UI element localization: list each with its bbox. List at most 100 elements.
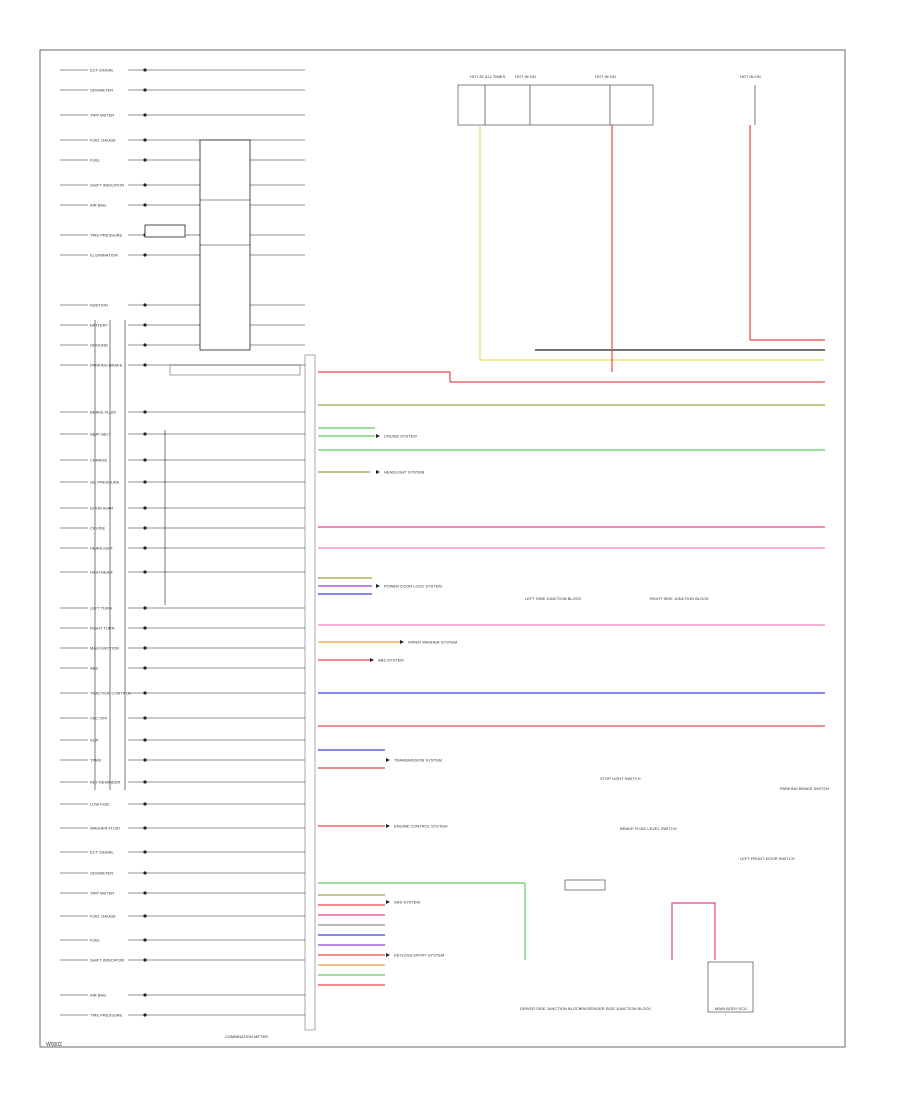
system-label: ABS SYSTEM xyxy=(378,658,404,663)
connector-pin xyxy=(143,850,147,854)
connector-pin xyxy=(143,363,147,367)
label-bg xyxy=(88,625,128,630)
connector-pin xyxy=(143,113,147,117)
label-bg xyxy=(88,937,128,942)
input-label: ODOMETER xyxy=(90,871,113,876)
input-label: SHIFT INDICATOR xyxy=(90,183,124,188)
connector-pin xyxy=(143,646,147,650)
label-bg xyxy=(88,779,128,784)
system-label: HEADLIGHT SYSTEM xyxy=(384,470,424,475)
connector-pin xyxy=(143,780,147,784)
input-label: ECT SIGNAL xyxy=(90,850,114,855)
label-bg xyxy=(88,569,128,574)
input-label: BATTERY xyxy=(90,323,108,328)
label-bg xyxy=(88,322,128,327)
connector-pin xyxy=(143,958,147,962)
sub-box xyxy=(144,224,186,238)
input-label: OIL PRESSURE xyxy=(90,480,120,485)
label-bg xyxy=(88,342,128,347)
connector-pin xyxy=(143,343,147,347)
connector-pin xyxy=(143,938,147,942)
system-label: TRANSMISSION SYSTEM xyxy=(394,758,442,763)
label-bg xyxy=(88,409,128,414)
component-label: PARKING BRAKE SWITCH xyxy=(780,786,829,791)
connector-pin xyxy=(143,183,147,187)
label-bg xyxy=(88,825,128,830)
component-label: LEFT FRONT DOOR SWITCH xyxy=(740,856,795,861)
arrow-icon xyxy=(376,470,380,474)
connector-box xyxy=(564,879,606,891)
diagram-code: W0002 xyxy=(46,1042,62,1048)
connector-pin xyxy=(143,546,147,550)
connector-pin xyxy=(143,891,147,895)
component-label: STOP LIGHT SWITCH xyxy=(600,776,641,781)
input-label: TRIP METER xyxy=(90,891,114,896)
input-label: AIR BAG xyxy=(90,993,106,998)
label-bg xyxy=(88,362,128,367)
diagram-frame xyxy=(39,49,846,1048)
connector-pin xyxy=(143,758,147,762)
input-label: FUEL GAUGE xyxy=(90,914,116,919)
connector-pin xyxy=(143,826,147,830)
relay-box xyxy=(707,961,754,1013)
label-bg xyxy=(88,870,128,875)
connector-pin xyxy=(143,526,147,530)
label-bg xyxy=(88,715,128,720)
arrow-icon xyxy=(386,824,390,828)
label-bg xyxy=(88,665,128,670)
connector-pin xyxy=(143,458,147,462)
arrow-icon xyxy=(386,758,390,762)
label-bg xyxy=(88,957,128,962)
input-label: LOW FUEL xyxy=(90,802,111,807)
input-label: SLIP xyxy=(90,738,99,743)
label-bg xyxy=(88,690,128,695)
input-label: HIGH BEAM xyxy=(90,570,112,575)
connector-pin xyxy=(143,506,147,510)
input-label: FUEL xyxy=(90,938,101,943)
label-bg xyxy=(88,849,128,854)
arrow-icon xyxy=(400,640,404,644)
connector-pin xyxy=(143,1013,147,1017)
system-label: POWER DOOR LOCK SYSTEM xyxy=(384,584,442,589)
connector-pin xyxy=(143,993,147,997)
connector-lines: ECT SIGNAL ODOMETER TRIP METER FUEL GAUGE FU… xyxy=(60,67,305,1018)
input-label: KEY REMINDER xyxy=(90,780,120,785)
arrow-icon xyxy=(370,658,374,662)
label-bg xyxy=(88,67,128,72)
connector-pin xyxy=(143,410,147,414)
connector-pin xyxy=(143,871,147,875)
input-label: TRIP METER xyxy=(90,113,114,118)
connector-pin xyxy=(143,914,147,918)
connector-pin xyxy=(143,716,147,720)
connector-pin xyxy=(143,253,147,257)
input-label: ILLUMINATION xyxy=(90,253,118,258)
label-bg xyxy=(88,137,128,142)
label-bg xyxy=(88,202,128,207)
label-bg xyxy=(88,1012,128,1017)
input-label: FUEL xyxy=(90,158,101,163)
connector-pin xyxy=(143,303,147,307)
connector-pin xyxy=(143,738,147,742)
label-bg xyxy=(88,431,128,436)
input-label: TRACTION CONTROL xyxy=(90,691,132,696)
fuse-label: HOT IN ON xyxy=(515,74,536,79)
wire-segment xyxy=(671,902,716,960)
label-bg xyxy=(88,737,128,742)
connector-pin xyxy=(143,203,147,207)
input-label: MALFUNCTION xyxy=(90,646,119,651)
label-bg xyxy=(88,457,128,462)
connector-pin xyxy=(143,88,147,92)
arrow-icon xyxy=(386,953,390,957)
input-label: AIR BAG xyxy=(90,203,106,208)
input-label: WASHER FLUID xyxy=(90,826,120,831)
label-bg xyxy=(88,302,128,307)
input-label: TIRE PRESSURE xyxy=(90,1013,123,1018)
colored-wires xyxy=(318,125,825,986)
connector-pin xyxy=(143,158,147,162)
label-bg xyxy=(88,112,128,117)
label-bg xyxy=(88,992,128,997)
system-label: ENGINE CONTROL SYSTEM xyxy=(394,824,447,829)
input-label: FUEL GAUGE xyxy=(90,138,116,143)
